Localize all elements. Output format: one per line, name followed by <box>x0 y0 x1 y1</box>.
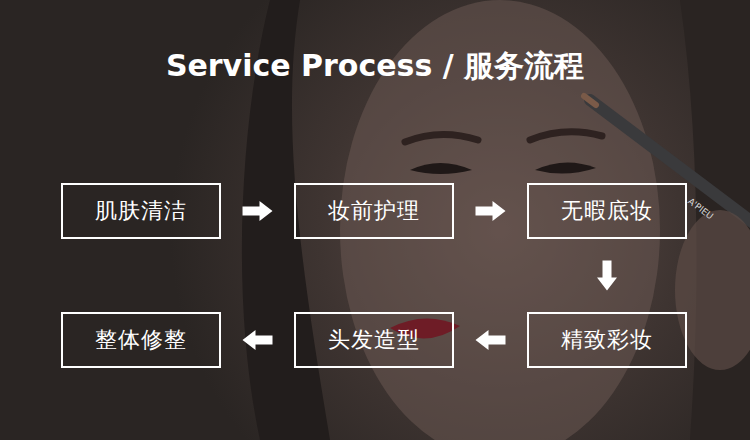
process-box: 头发造型 <box>294 312 454 368</box>
flow-arrow <box>454 330 527 350</box>
step-label: 妆前护理 <box>328 196 420 226</box>
page-title: Service Process / 服务流程 <box>0 46 750 87</box>
flow-arrow <box>454 201 527 221</box>
flow-arrow <box>597 239 617 312</box>
process-box: 妆前护理 <box>294 183 454 239</box>
flow-arrow <box>221 201 294 221</box>
process-box: 无暇底妆 <box>527 183 687 239</box>
step-label: 整体修整 <box>95 325 187 355</box>
process-box: 整体修整 <box>61 312 221 368</box>
process-box: 肌肤清洁 <box>61 183 221 239</box>
flow-arrow <box>221 330 294 350</box>
process-box: 精致彩妆 <box>527 312 687 368</box>
step-label: 精致彩妆 <box>561 325 653 355</box>
step-label: 肌肤清洁 <box>95 196 187 226</box>
step-label: 头发造型 <box>328 325 420 355</box>
step-label: 无暇底妆 <box>561 196 653 226</box>
